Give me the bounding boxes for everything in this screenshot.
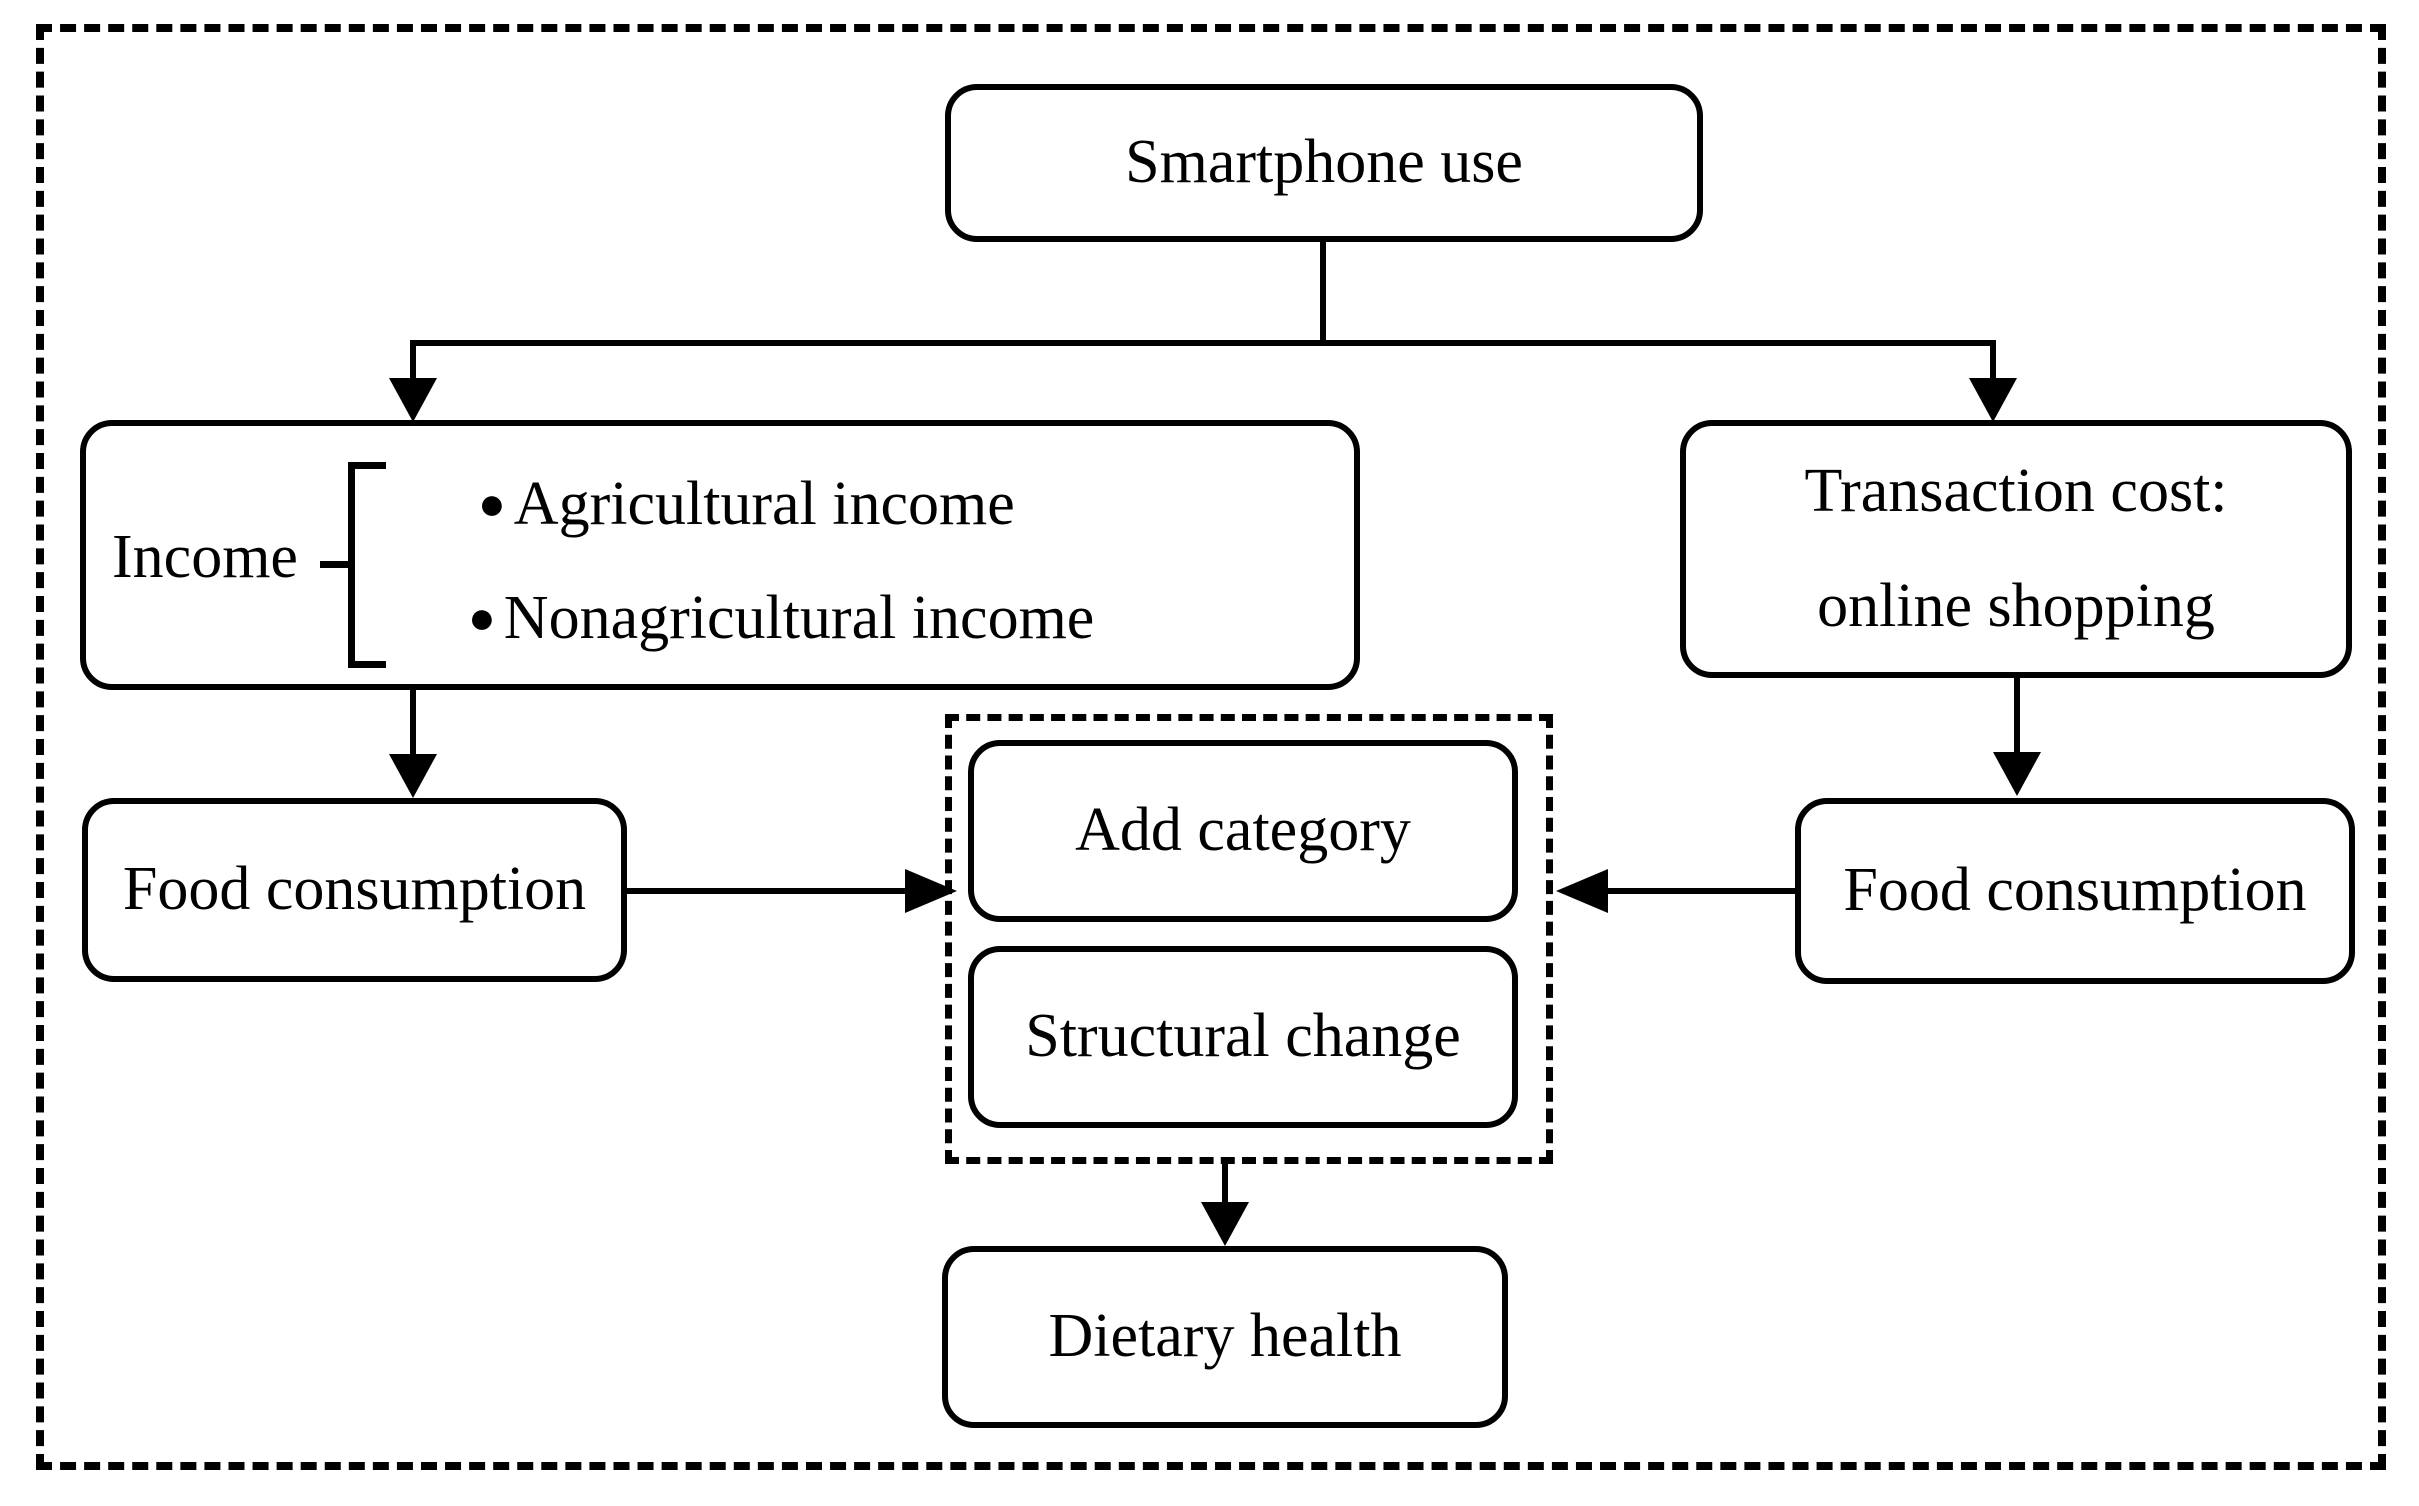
connector-food-right-to-group: [1608, 888, 1796, 894]
node-dietary-health-label: Dietary health: [1048, 1302, 1402, 1371]
node-add-category-label: Add category: [1075, 796, 1411, 865]
node-smartphone-use-label: Smartphone use: [1125, 128, 1523, 197]
bullet-icon: ●: [478, 478, 506, 529]
node-food-consumption-right: Food consumption: [1795, 798, 2355, 984]
income-bullet-label-nonagricultural: Nonagricultural income: [503, 583, 1095, 652]
node-income-group: [80, 420, 1360, 690]
arrowhead-down-into-food-left: [389, 754, 437, 798]
node-add-category: Add category: [968, 740, 1518, 922]
node-transaction-cost-line2: online shopping: [1817, 572, 2215, 640]
arrowhead-down-into-dietary: [1201, 1202, 1249, 1246]
income-bullet-label-agricultural: Agricultural income: [513, 469, 1015, 538]
node-food-consumption-left: Food consumption: [82, 798, 627, 982]
node-structural-change-label: Structural change: [1025, 1002, 1461, 1071]
node-food-consumption-right-label: Food consumption: [1843, 856, 2307, 925]
node-transaction-cost: Transaction cost: online shopping: [1680, 420, 2352, 678]
bullet-icon: ●: [468, 592, 496, 643]
connector-group-to-dietary: [1222, 1164, 1228, 1206]
connector-branch-left-vertical: [410, 340, 416, 382]
income-bracket-bottom-serif: [348, 661, 386, 668]
connector-branch-horizontal: [410, 340, 1996, 346]
arrowhead-down-into-transaction-cost: [1969, 378, 2017, 422]
node-smartphone-use: Smartphone use: [945, 84, 1703, 242]
node-food-consumption-left-label: Food consumption: [122, 855, 587, 924]
node-income-label: Income: [112, 523, 298, 591]
node-dietary-health: Dietary health: [942, 1246, 1508, 1428]
income-bullet-item-nonagricultural: ● Nonagricultural income: [468, 582, 1094, 654]
node-structural-change: Structural change: [968, 946, 1518, 1128]
connector-smartphone-stem: [1320, 242, 1326, 346]
income-bracket-left-tick: [320, 561, 348, 568]
connector-branch-right-vertical: [1990, 340, 1996, 382]
connector-income-to-food: [410, 690, 416, 758]
income-bracket-bar: [348, 462, 355, 668]
node-transaction-cost-line1: Transaction cost:: [1804, 457, 2228, 526]
connector-food-left-to-group: [625, 888, 907, 894]
outer-dashed-border: [36, 24, 2386, 1470]
arrowhead-left-into-group: [1556, 869, 1608, 913]
arrowhead-down-into-income: [389, 378, 437, 422]
dashed-group-border: [945, 714, 1553, 1164]
income-bracket-top-serif: [348, 462, 386, 469]
connector-transaction-to-food: [2014, 678, 2020, 756]
arrowhead-down-into-food-right: [1993, 752, 2041, 796]
income-bullet-item-agricultural: ● Agricultural income: [478, 468, 1015, 540]
